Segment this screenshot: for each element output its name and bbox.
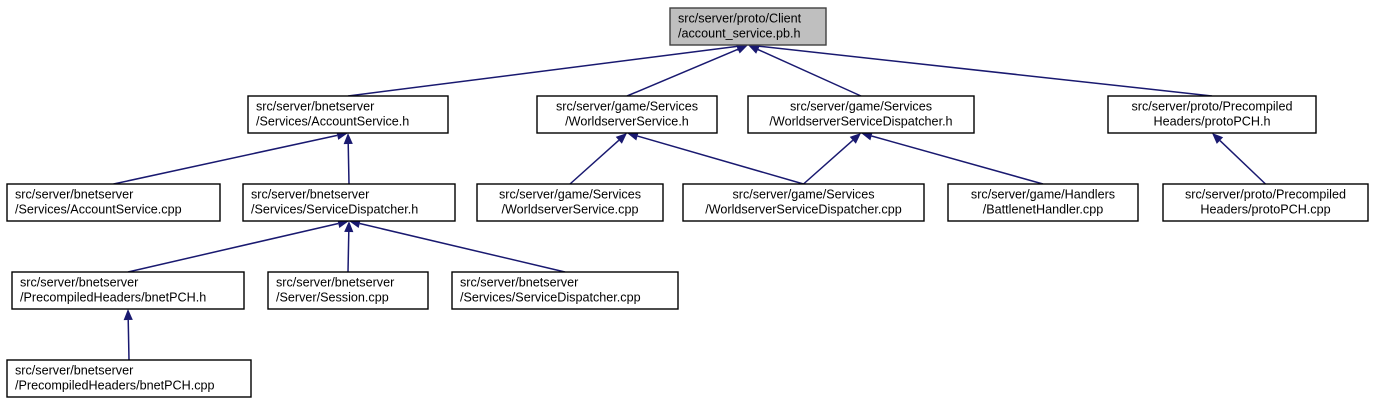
- node-label-account-service-pb-h-line2: /account_service.pb.h: [678, 26, 801, 40]
- node-box-worldserver-service-dispatcher-h[interactable]: [747, 95, 975, 134]
- node-label-proto-pch-h-line2: Headers/protoPCH.h: [1154, 114, 1271, 128]
- edge-accountservice-h-to-root: [347, 41, 748, 97]
- node-label-service-dispatcher-h-line2: /Services/ServiceDispatcher.h: [251, 202, 418, 216]
- node-box-proto-pch-h[interactable]: [1107, 95, 1317, 134]
- edge-bnetpch-cpp-to-h: [123, 309, 133, 361]
- node-box-account-service-cpp[interactable]: [6, 183, 221, 222]
- node-label-worldserver-service-dispatcher-h-line2: /WorldserverServiceDispatcher.h: [769, 114, 952, 128]
- node-box-worldserver-service-cpp[interactable]: [476, 183, 664, 222]
- node-label-battlenet-handler-cpp-line2: /BattlenetHandler.cpp: [983, 202, 1103, 216]
- edge-accountservice-cpp-to-h: [113, 130, 348, 185]
- node-account-service-cpp[interactable]: src/server/bnetserver/Services/AccountSe…: [6, 183, 221, 222]
- node-label-proto-pch-cpp-line2: Headers/protoPCH.cpp: [1200, 202, 1330, 216]
- node-label-service-dispatcher-cpp-line1: src/server/bnetserver: [460, 275, 578, 289]
- nodes-layer: src/server/proto/Client/account_service.…: [6, 7, 1369, 398]
- node-account-service-h[interactable]: src/server/bnetserver/Services/AccountSe…: [247, 95, 449, 134]
- edge-protopch-cpp-to-h: [1212, 133, 1267, 185]
- node-proto-pch-h[interactable]: src/server/proto/PrecompiledHeaders/prot…: [1107, 95, 1317, 134]
- node-worldserver-service-h[interactable]: src/server/game/Services/WorldserverServ…: [536, 95, 718, 134]
- edges-layer: [113, 41, 1267, 361]
- node-box-bnet-pch-h[interactable]: [11, 271, 245, 310]
- edge-servicedispatcher-cpp-to-h: [349, 219, 566, 273]
- node-label-worldserver-service-dispatcher-cpp-line1: src/server/game/Services: [732, 187, 874, 201]
- node-worldserver-service-dispatcher-h[interactable]: src/server/game/Services/WorldserverServ…: [747, 95, 975, 134]
- node-label-bnet-pch-h-line2: /PrecompiledHeaders/bnetPCH.h: [20, 290, 206, 304]
- node-label-bnet-pch-cpp-line2: /PrecompiledHeaders/bnetPCH.cpp: [15, 378, 215, 392]
- node-label-service-dispatcher-cpp-line2: /Services/ServiceDispatcher.cpp: [460, 290, 641, 304]
- node-service-dispatcher-h[interactable]: src/server/bnetserver/Services/ServiceDi…: [242, 183, 456, 222]
- node-account-service-pb-h[interactable]: src/server/proto/Client/account_service.…: [669, 7, 827, 46]
- node-battlenet-handler-cpp[interactable]: src/server/game/Handlers/BattlenetHandle…: [947, 183, 1139, 222]
- node-bnet-pch-cpp[interactable]: src/server/bnetserver/PrecompiledHeaders…: [6, 359, 252, 398]
- node-label-worldserver-service-h-line2: /WorldserverService.h: [565, 114, 689, 128]
- edge-worldserverservice-h-to-root: [626, 45, 748, 97]
- edge-protopch-h-to-root: [748, 41, 1213, 97]
- node-label-worldserver-service-cpp-line1: src/server/game/Services: [499, 187, 641, 201]
- edge-bnetpch-h-to-servicedispatcher-h: [127, 218, 349, 273]
- node-box-account-service-h[interactable]: [247, 95, 449, 134]
- node-bnet-pch-h[interactable]: src/server/bnetserver/PrecompiledHeaders…: [11, 271, 245, 310]
- node-label-account-service-h-line1: src/server/bnetserver: [256, 99, 374, 113]
- node-worldserver-service-cpp[interactable]: src/server/game/Services/WorldserverServ…: [476, 183, 664, 222]
- node-label-battlenet-handler-cpp-line1: src/server/game/Handlers: [971, 187, 1115, 201]
- node-worldserver-service-dispatcher-cpp[interactable]: src/server/game/Services/WorldserverServ…: [682, 183, 925, 222]
- node-label-session-cpp-line1: src/server/bnetserver: [276, 275, 394, 289]
- node-box-battlenet-handler-cpp[interactable]: [947, 183, 1139, 222]
- edge-servicedispatcher-h-to-accountservice-h: [343, 133, 353, 185]
- edge-wsdispatcher-cpp-to-h: [803, 133, 861, 185]
- node-box-proto-pch-cpp[interactable]: [1162, 183, 1369, 222]
- node-label-proto-pch-cpp-line1: src/server/proto/Precompiled: [1185, 187, 1346, 201]
- edge-worldserverservice-cpp-to-h: [569, 133, 627, 185]
- node-label-session-cpp-line2: /Server/Session.cpp: [276, 290, 389, 304]
- node-box-worldserver-service-h[interactable]: [536, 95, 718, 134]
- node-label-account-service-cpp-line1: src/server/bnetserver: [15, 187, 133, 201]
- node-label-worldserver-service-dispatcher-cpp-line2: /WorldserverServiceDispatcher.cpp: [705, 202, 901, 216]
- node-box-service-dispatcher-cpp[interactable]: [451, 271, 679, 310]
- node-box-account-service-pb-h[interactable]: [669, 7, 827, 46]
- node-label-bnet-pch-h-line1: src/server/bnetserver: [20, 275, 138, 289]
- node-box-worldserver-service-dispatcher-cpp[interactable]: [682, 183, 925, 222]
- node-label-account-service-pb-h-line1: src/server/proto/Client: [678, 11, 802, 25]
- node-label-service-dispatcher-h-line1: src/server/bnetserver: [251, 187, 369, 201]
- edge-wsdispatcher-cpp-to-wsservice-h: [627, 131, 804, 185]
- node-label-worldserver-service-cpp-line2: /WorldserverService.cpp: [502, 202, 639, 216]
- node-label-worldserver-service-h-line1: src/server/game/Services: [556, 99, 698, 113]
- edge-battlenethandler-cpp-to-wsdispatcher-h: [861, 131, 1044, 185]
- node-service-dispatcher-cpp[interactable]: src/server/bnetserver/Services/ServiceDi…: [451, 271, 679, 310]
- node-box-service-dispatcher-h[interactable]: [242, 183, 456, 222]
- node-box-session-cpp[interactable]: [267, 271, 429, 310]
- node-label-bnet-pch-cpp-line1: src/server/bnetserver: [15, 363, 133, 377]
- node-label-account-service-cpp-line2: /Services/AccountService.cpp: [15, 202, 182, 216]
- edge-session-cpp-to-servicedispatcher-h: [344, 221, 354, 273]
- node-label-worldserver-service-dispatcher-h-line1: src/server/game/Services: [790, 99, 932, 113]
- edge-worldserverservicedispatcher-h-to-root: [748, 45, 862, 97]
- node-box-bnet-pch-cpp[interactable]: [6, 359, 252, 398]
- node-proto-pch-cpp[interactable]: src/server/proto/PrecompiledHeaders/prot…: [1162, 183, 1369, 222]
- node-session-cpp[interactable]: src/server/bnetserver/Server/Session.cpp: [267, 271, 429, 310]
- node-label-account-service-h-line2: /Services/AccountService.h: [256, 114, 409, 128]
- node-label-proto-pch-h-line1: src/server/proto/Precompiled: [1132, 99, 1293, 113]
